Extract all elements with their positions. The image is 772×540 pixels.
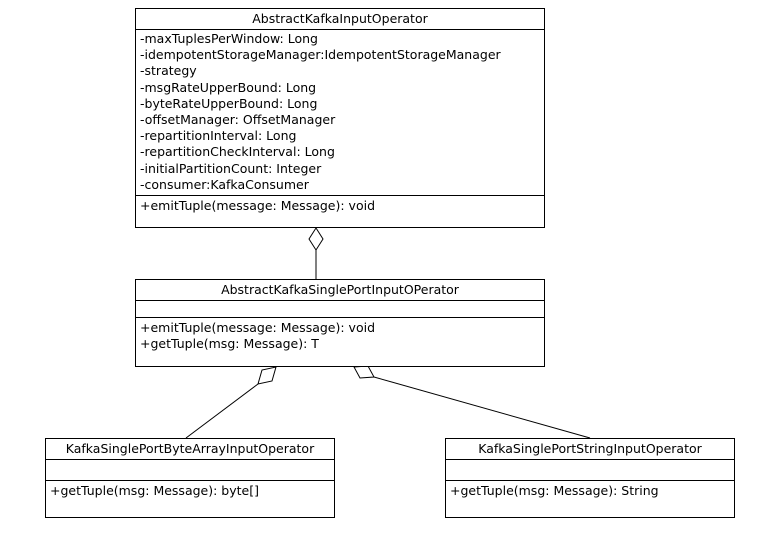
attribute: -repartitionInterval: Long: [140, 128, 297, 144]
attribute: -consumer:KafkaConsumer: [140, 176, 309, 192]
attribute: -maxTuplesPerWindow: Long: [140, 31, 318, 46]
aggregation-line-singleport-to-string: [373, 376, 591, 439]
attributes-compartment: [46, 460, 334, 481]
class-name: AbstractKafkaSinglePortInputOPerator: [136, 280, 544, 301]
class-name: KafkaSinglePortByteArrayInputOperator: [46, 439, 334, 460]
attribute: -msgRateUpperBound: Long: [140, 79, 317, 95]
attribute: -idempotentStorageManager:IdempotentStor…: [140, 47, 501, 63]
aggregation-diamond-singleport-string: [353, 365, 375, 379]
aggregation-diamond-singleport-bytearray: [257, 366, 277, 385]
class-kafka-single-port-string-input-operator: KafkaSinglePortStringInputOperator +getT…: [445, 438, 735, 518]
attribute: -initialPartitionCount: Integer: [140, 160, 322, 176]
attribute: -byteRateUpperBound: Long: [140, 95, 318, 111]
class-name: KafkaSinglePortStringInputOperator: [446, 439, 734, 460]
operation: +getTuple(msg: Message): T: [140, 336, 319, 352]
class-name: AbstractKafkaInputOperator: [136, 9, 544, 30]
aggregation-line-singleport-to-bytearray: [185, 383, 259, 439]
operations-compartment: +emitTuple(message: Message): void: [136, 196, 544, 216]
attributes-compartment: [136, 301, 544, 318]
attribute: -repartitionCheckInterval: Long: [140, 144, 335, 160]
attributes-compartment: [446, 460, 734, 481]
class-abstract-kafka-input-operator: AbstractKafkaInputOperator -maxTuplesPer…: [135, 8, 545, 228]
class-kafka-single-port-byte-array-input-operator: KafkaSinglePortByteArrayInputOperator +g…: [45, 438, 335, 518]
operations-compartment: +getTuple(msg: Message): byte[]: [46, 481, 334, 501]
operations-compartment: +emitTuple(message: Message): void +getT…: [136, 318, 544, 354]
operation: +emitTuple(message: Message): void: [140, 320, 376, 335]
aggregation-diamond-input-operator: [308, 227, 324, 251]
operation: +emitTuple(message: Message): void: [140, 198, 376, 214]
attributes-compartment: -maxTuplesPerWindow: Long -idempotentSto…: [136, 30, 544, 197]
operation: +getTuple(msg: Message): byte[]: [50, 483, 259, 498]
operations-compartment: +getTuple(msg: Message): String: [446, 481, 734, 501]
operation: +getTuple(msg: Message): String: [450, 483, 659, 498]
attribute: -offsetManager: OffsetManager: [140, 112, 336, 128]
attribute: -strategy: [140, 63, 197, 79]
class-abstract-kafka-single-port-input-operator: AbstractKafkaSinglePortInputOPerator +em…: [135, 279, 545, 367]
